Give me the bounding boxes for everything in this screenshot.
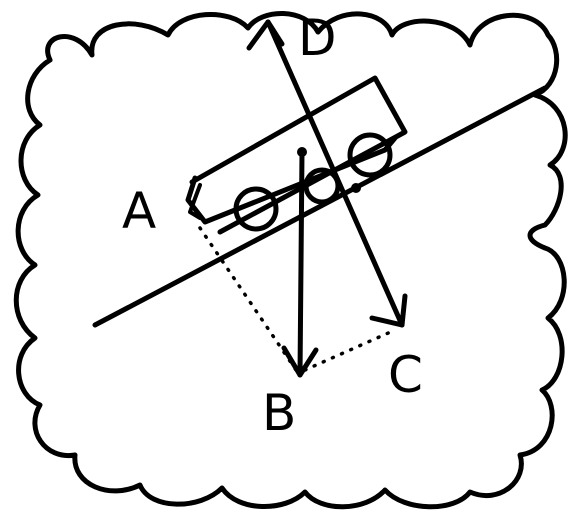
label-d: D xyxy=(298,9,337,67)
truck-bumper xyxy=(188,183,202,220)
label-b: B xyxy=(262,384,296,442)
truck-front-wheel xyxy=(347,132,393,178)
cloud-border xyxy=(13,11,568,510)
vector-b-shaft xyxy=(297,149,305,378)
label-a: A xyxy=(122,182,156,240)
truck-cargo-box xyxy=(189,75,408,235)
vector-d-arrowhead xyxy=(246,19,285,51)
label-c: C xyxy=(388,346,423,404)
vector-d-shaft xyxy=(265,19,405,328)
truck-axle-dot xyxy=(351,183,361,193)
truck-chassis xyxy=(185,135,398,225)
truck-rear-wheel xyxy=(233,186,279,232)
vector-b-arrowhead xyxy=(281,345,319,378)
truck xyxy=(185,75,408,235)
vector-c-arrowhead xyxy=(369,293,408,328)
dotted-line-a-to-b xyxy=(198,226,298,372)
dotted-line-b-to-c xyxy=(303,328,397,372)
incline-line xyxy=(92,85,548,328)
